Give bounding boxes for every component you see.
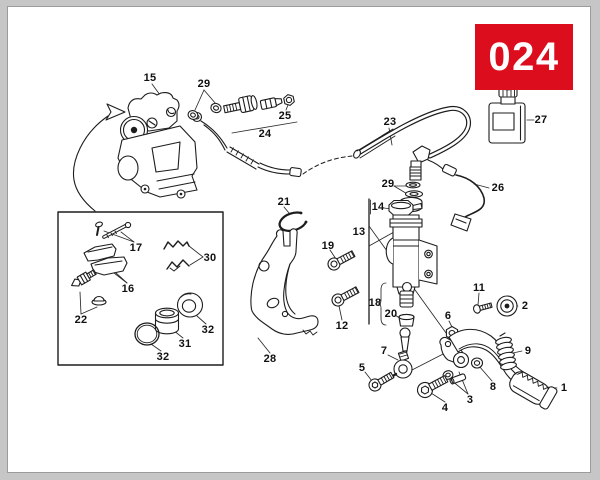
rod-end-eye — [393, 359, 413, 379]
pedal-pad — [509, 371, 558, 410]
page-number-text: 024 — [488, 34, 560, 79]
bolt-19 — [327, 250, 356, 271]
bleed-valve-22 — [71, 269, 107, 306]
piston-31 — [154, 307, 180, 335]
o-ring-32 — [134, 322, 160, 346]
master-cylinder — [385, 145, 438, 302]
pad-pin-17 — [95, 221, 132, 239]
hose-26 — [427, 159, 486, 232]
reservoir-cap — [388, 199, 414, 217]
snap-ring — [278, 211, 308, 232]
inset-arrow-icon — [72, 103, 126, 212]
brake-caliper — [117, 92, 203, 199]
bolt-5 — [368, 371, 395, 392]
pedal-assembly — [416, 295, 558, 410]
pedal-roller-2 — [496, 295, 518, 317]
caliper-hose — [200, 120, 353, 178]
hose-fittings — [187, 94, 295, 120]
pivot-washer-8 — [470, 357, 484, 369]
brake-pads-16 — [83, 243, 128, 276]
fluid-reservoir — [488, 84, 526, 144]
pivot-bolt-4 — [416, 375, 449, 399]
inset-box — [57, 211, 224, 366]
leader-lines — [79, 83, 558, 403]
pushrod-assembly — [368, 281, 415, 392]
pad-springs-30 — [163, 240, 190, 272]
page-number-badge: 024 — [475, 24, 573, 90]
caliper-service-parts — [71, 221, 204, 346]
brake-hose-23 — [353, 105, 472, 159]
return-spring-9 — [495, 332, 517, 375]
hose-union — [259, 97, 283, 110]
stop-screw-11 — [472, 302, 493, 314]
fitting-nut — [283, 94, 295, 106]
bracket-plate — [250, 228, 319, 336]
boot-cup — [398, 313, 415, 327]
brake-pedal-lever — [448, 328, 558, 410]
dust-seal-32 — [176, 292, 204, 318]
bolt-12 — [331, 286, 360, 307]
banjo-bolt — [223, 95, 258, 114]
mounting-bolts — [327, 250, 360, 307]
